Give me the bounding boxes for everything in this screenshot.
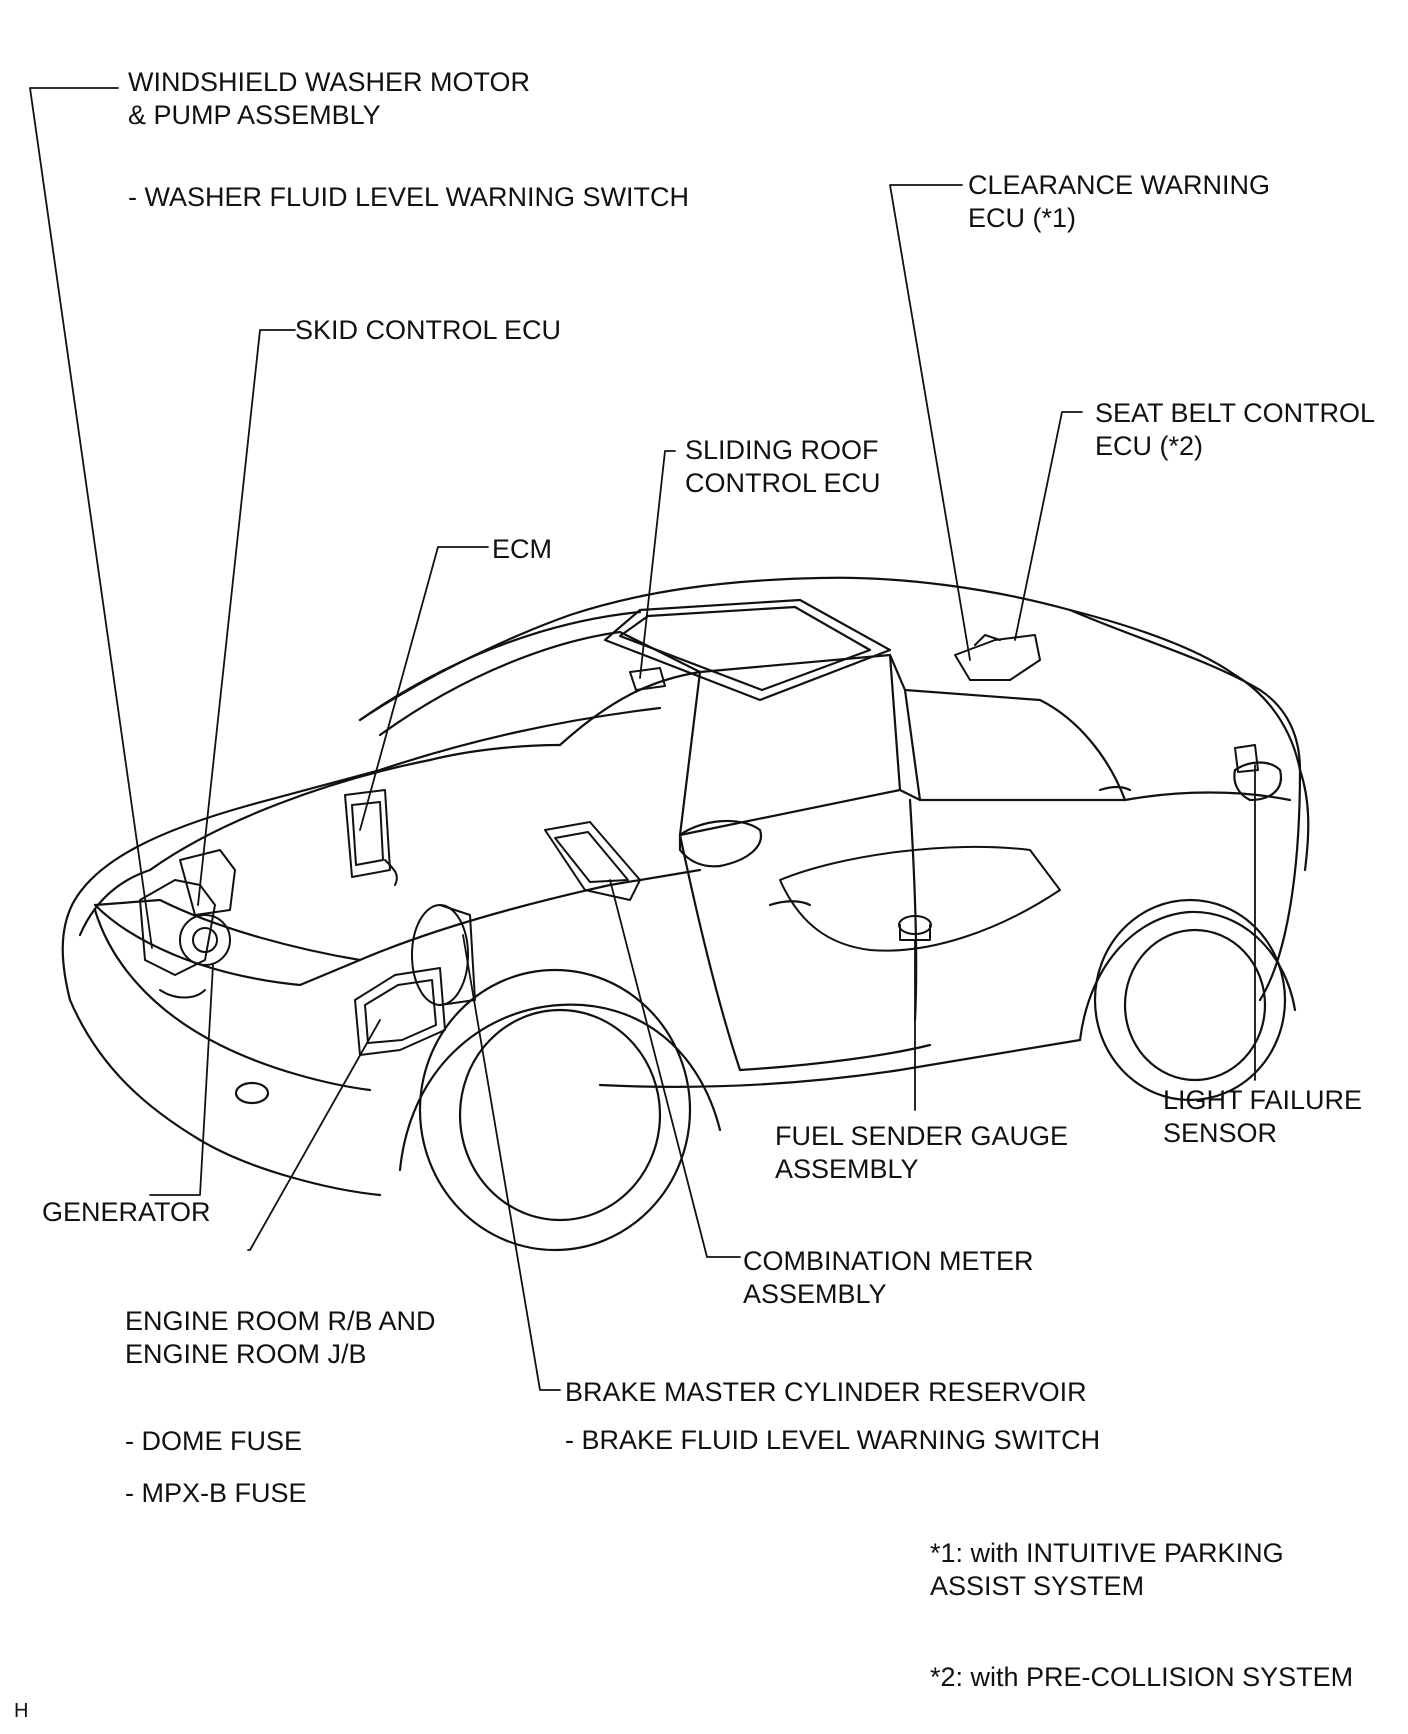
label-brake-fluid-switch: - BRAKE FLUID LEVEL WARNING SWITCH — [565, 1425, 1101, 1455]
footnote-1: *1: with INTUITIVE PARKING ASSIST SYSTEM — [930, 1538, 1284, 1601]
label-skid-control-ecu: SKID CONTROL ECU — [295, 315, 562, 345]
front-wheel — [418, 968, 692, 1252]
car-body-outline — [61, 576, 1310, 1197]
label-brake-master-cylinder: BRAKE MASTER CYLINDER RESERVOIR — [565, 1377, 1087, 1407]
corner-code: H — [14, 1700, 29, 1722]
label-clearance-warning-ecu: CLEARANCE WARNING ECU (*1) — [968, 170, 1271, 233]
component-shapes — [139, 634, 1259, 1056]
footnote-2: *2: with PRE-COLLISION SYSTEM — [930, 1662, 1354, 1692]
label-seat-belt-control-ecu: SEAT BELT CONTROL ECU (*2) — [1095, 398, 1376, 461]
label-combination-meter: COMBINATION METER ASSEMBLY — [743, 1246, 1034, 1309]
label-mpx-b-fuse: - MPX-B FUSE — [125, 1478, 307, 1508]
label-fuel-sender-gauge: FUEL SENDER GAUGE ASSEMBLY — [775, 1121, 1069, 1184]
label-engine-room-rb-jb: ENGINE ROOM R/B AND ENGINE ROOM J/B — [125, 1306, 436, 1369]
rear-wheel — [1093, 898, 1287, 1102]
label-light-failure-sensor: LIGHT FAILURE SENSOR — [1163, 1085, 1363, 1148]
leader-lines — [29, 87, 1256, 1391]
label-sliding-roof-control-ecu: SLIDING ROOF CONTROL ECU — [685, 435, 881, 498]
label-generator: GENERATOR — [42, 1197, 211, 1227]
label-ecm: ECM — [492, 534, 552, 564]
label-dome-fuse: - DOME FUSE — [125, 1426, 303, 1456]
label-washer-motor: WINDSHIELD WASHER MOTOR & PUMP ASSEMBLY — [128, 67, 531, 130]
label-washer-fluid-switch: - WASHER FLUID LEVEL WARNING SWITCH — [128, 182, 690, 212]
